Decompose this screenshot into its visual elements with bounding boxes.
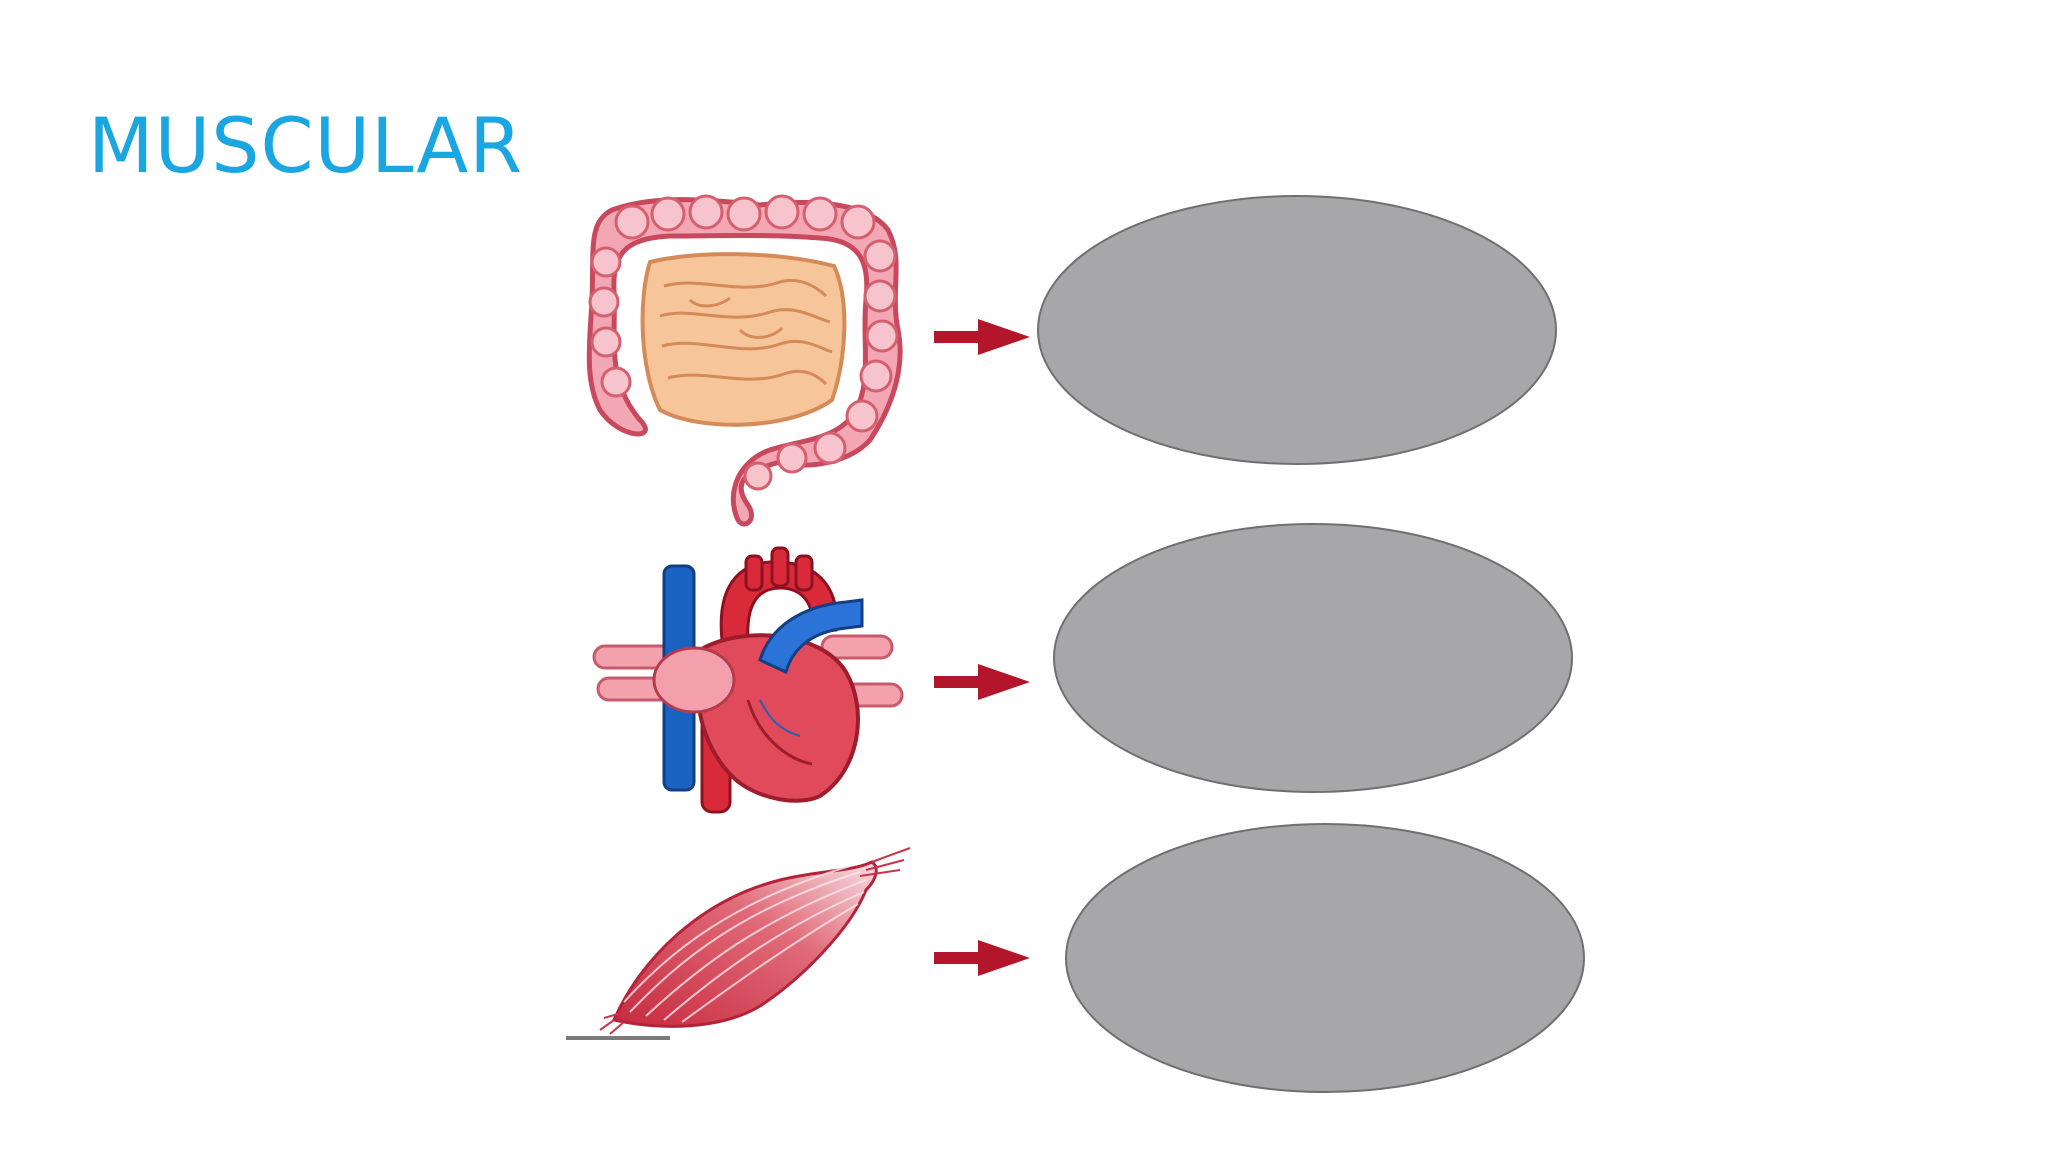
arrow-right-icon	[934, 940, 1030, 976]
heart-icon	[592, 546, 904, 814]
arrow-right-icon	[934, 319, 1030, 355]
skeletal-muscle-icon	[566, 847, 911, 1040]
slide-title: MUSCULAR	[88, 101, 524, 190]
answer-ellipse[interactable]	[1065, 823, 1585, 1093]
intestines-icon	[586, 194, 903, 527]
arrow-right-icon	[934, 664, 1030, 700]
answer-ellipse[interactable]	[1037, 195, 1557, 465]
answer-ellipse[interactable]	[1053, 523, 1573, 793]
